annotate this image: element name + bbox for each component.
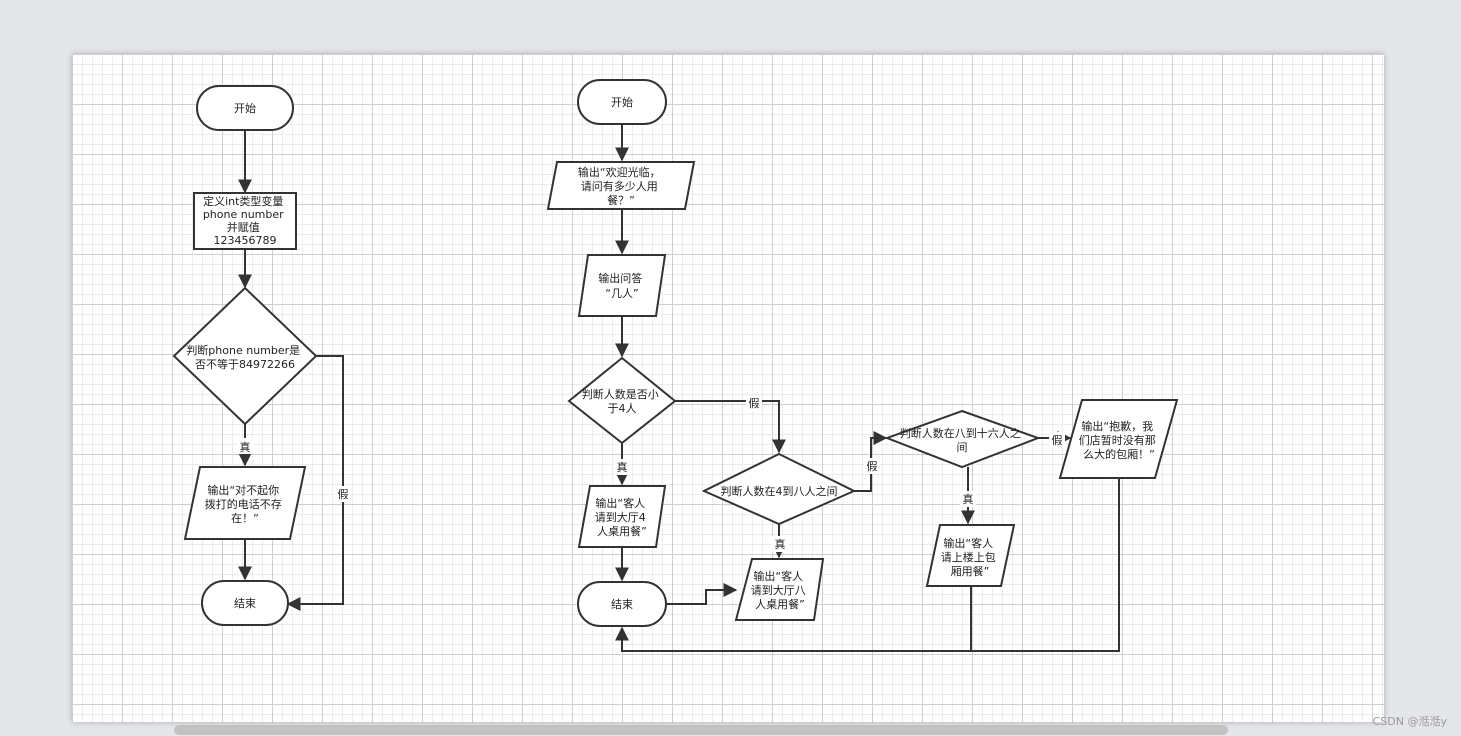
node-b-out-sorry[interactable] bbox=[1058, 399, 1179, 479]
edge-label-bg bbox=[772, 536, 788, 552]
node-b-dec1[interactable] bbox=[567, 356, 677, 445]
node-a-define-label: 定义int类型变量 phone number 并赋值 123456789 bbox=[203, 194, 287, 247]
edge-label-b1-true: 真 bbox=[617, 460, 628, 474]
edge-label-bg bbox=[335, 486, 351, 502]
node-b-dec2[interactable] bbox=[701, 452, 857, 526]
edge-label-bg bbox=[960, 491, 976, 507]
node-b-start[interactable] bbox=[577, 79, 667, 125]
node-b-out-sorry-label: 输出“抱歉，我 们店暂时没有那 么大的包厢！” bbox=[1079, 419, 1160, 461]
node-b-start-label: 开始 bbox=[611, 95, 633, 109]
edge-label-bg bbox=[746, 395, 762, 411]
node-b-ask-label: 输出问答 “几人” bbox=[598, 271, 646, 300]
node-b-end-label: 结束 bbox=[611, 598, 633, 611]
edge-label-b2-false: 假 bbox=[867, 459, 878, 473]
edge-label-b3-true: 真 bbox=[963, 492, 974, 506]
node-a-output[interactable] bbox=[183, 466, 307, 540]
edge-label-b2-true: 真 bbox=[775, 537, 786, 551]
edge-label-a-true: 真 bbox=[240, 440, 251, 454]
node-b-out-small-label: 输出“客人 请到大厅4 人桌用餐” bbox=[595, 496, 650, 538]
node-b-welcome-label: 输出“欢迎光临， 请问有多少人用 餐？” bbox=[578, 165, 664, 207]
node-b-end[interactable] bbox=[577, 581, 667, 627]
node-a-start-label: 开始 bbox=[234, 101, 256, 115]
node-b-out-room-label: 输出“客人 请上楼上包 厢用餐” bbox=[941, 536, 1000, 578]
edge-label-bg bbox=[1049, 432, 1065, 448]
edge-b-outroom-end bbox=[615, 586, 972, 652]
horizontal-scrollbar[interactable] bbox=[174, 725, 1228, 735]
node-b-out-small[interactable] bbox=[577, 485, 667, 548]
edge-label-bg bbox=[237, 438, 253, 454]
edge-b-dec1-dec2 bbox=[675, 400, 786, 454]
node-a-end[interactable] bbox=[201, 580, 289, 626]
edge-label-bg bbox=[614, 459, 630, 475]
node-a-decision-label: 判断phone number是 否不等于84972266 bbox=[186, 343, 303, 371]
diagram-canvas[interactable]: 真 假 开始 定义int类型变量 phone number 并赋值 123456… bbox=[72, 54, 1384, 722]
node-a-start[interactable] bbox=[196, 85, 294, 131]
node-b-out-room[interactable] bbox=[925, 524, 1016, 587]
node-b-dec3[interactable] bbox=[884, 409, 1041, 469]
node-b-dec3-label: 判断人数在八到十六人之 间 bbox=[900, 426, 1025, 454]
node-a-output-label: 输出“对不起你 拨打的电话不存 在！” bbox=[205, 483, 286, 525]
flowchart-svg: 真 假 开始 定义int类型变量 phone number 并赋值 123456… bbox=[172, 79, 1179, 652]
node-b-dec1-label: 判断人数是否小 于4人 bbox=[582, 387, 663, 415]
node-a-end-label: 结束 bbox=[234, 597, 256, 610]
edge-label-b1-false: 假 bbox=[749, 396, 760, 410]
edge-label-bg bbox=[864, 458, 880, 474]
node-b-out-mid-label: 输出“客人 请到大厅八 人桌用餐” bbox=[751, 569, 810, 611]
edge-label-a-false: 假 bbox=[338, 487, 349, 501]
edge-b-end-outmid bbox=[666, 583, 738, 605]
edge-a-false bbox=[286, 355, 344, 611]
edge-b-outsorry-end bbox=[971, 478, 1120, 652]
node-b-dec2-label: 判断人数在4到八人之间 bbox=[721, 484, 838, 498]
node-b-welcome[interactable] bbox=[546, 161, 696, 210]
node-b-ask[interactable] bbox=[577, 254, 667, 317]
node-a-define[interactable] bbox=[193, 192, 297, 250]
node-a-decision[interactable] bbox=[172, 286, 318, 426]
watermark: CSDN @湉湉y bbox=[1372, 715, 1447, 728]
edge-label-b3-false: 假 bbox=[1052, 433, 1063, 447]
node-b-out-mid[interactable] bbox=[734, 558, 825, 621]
